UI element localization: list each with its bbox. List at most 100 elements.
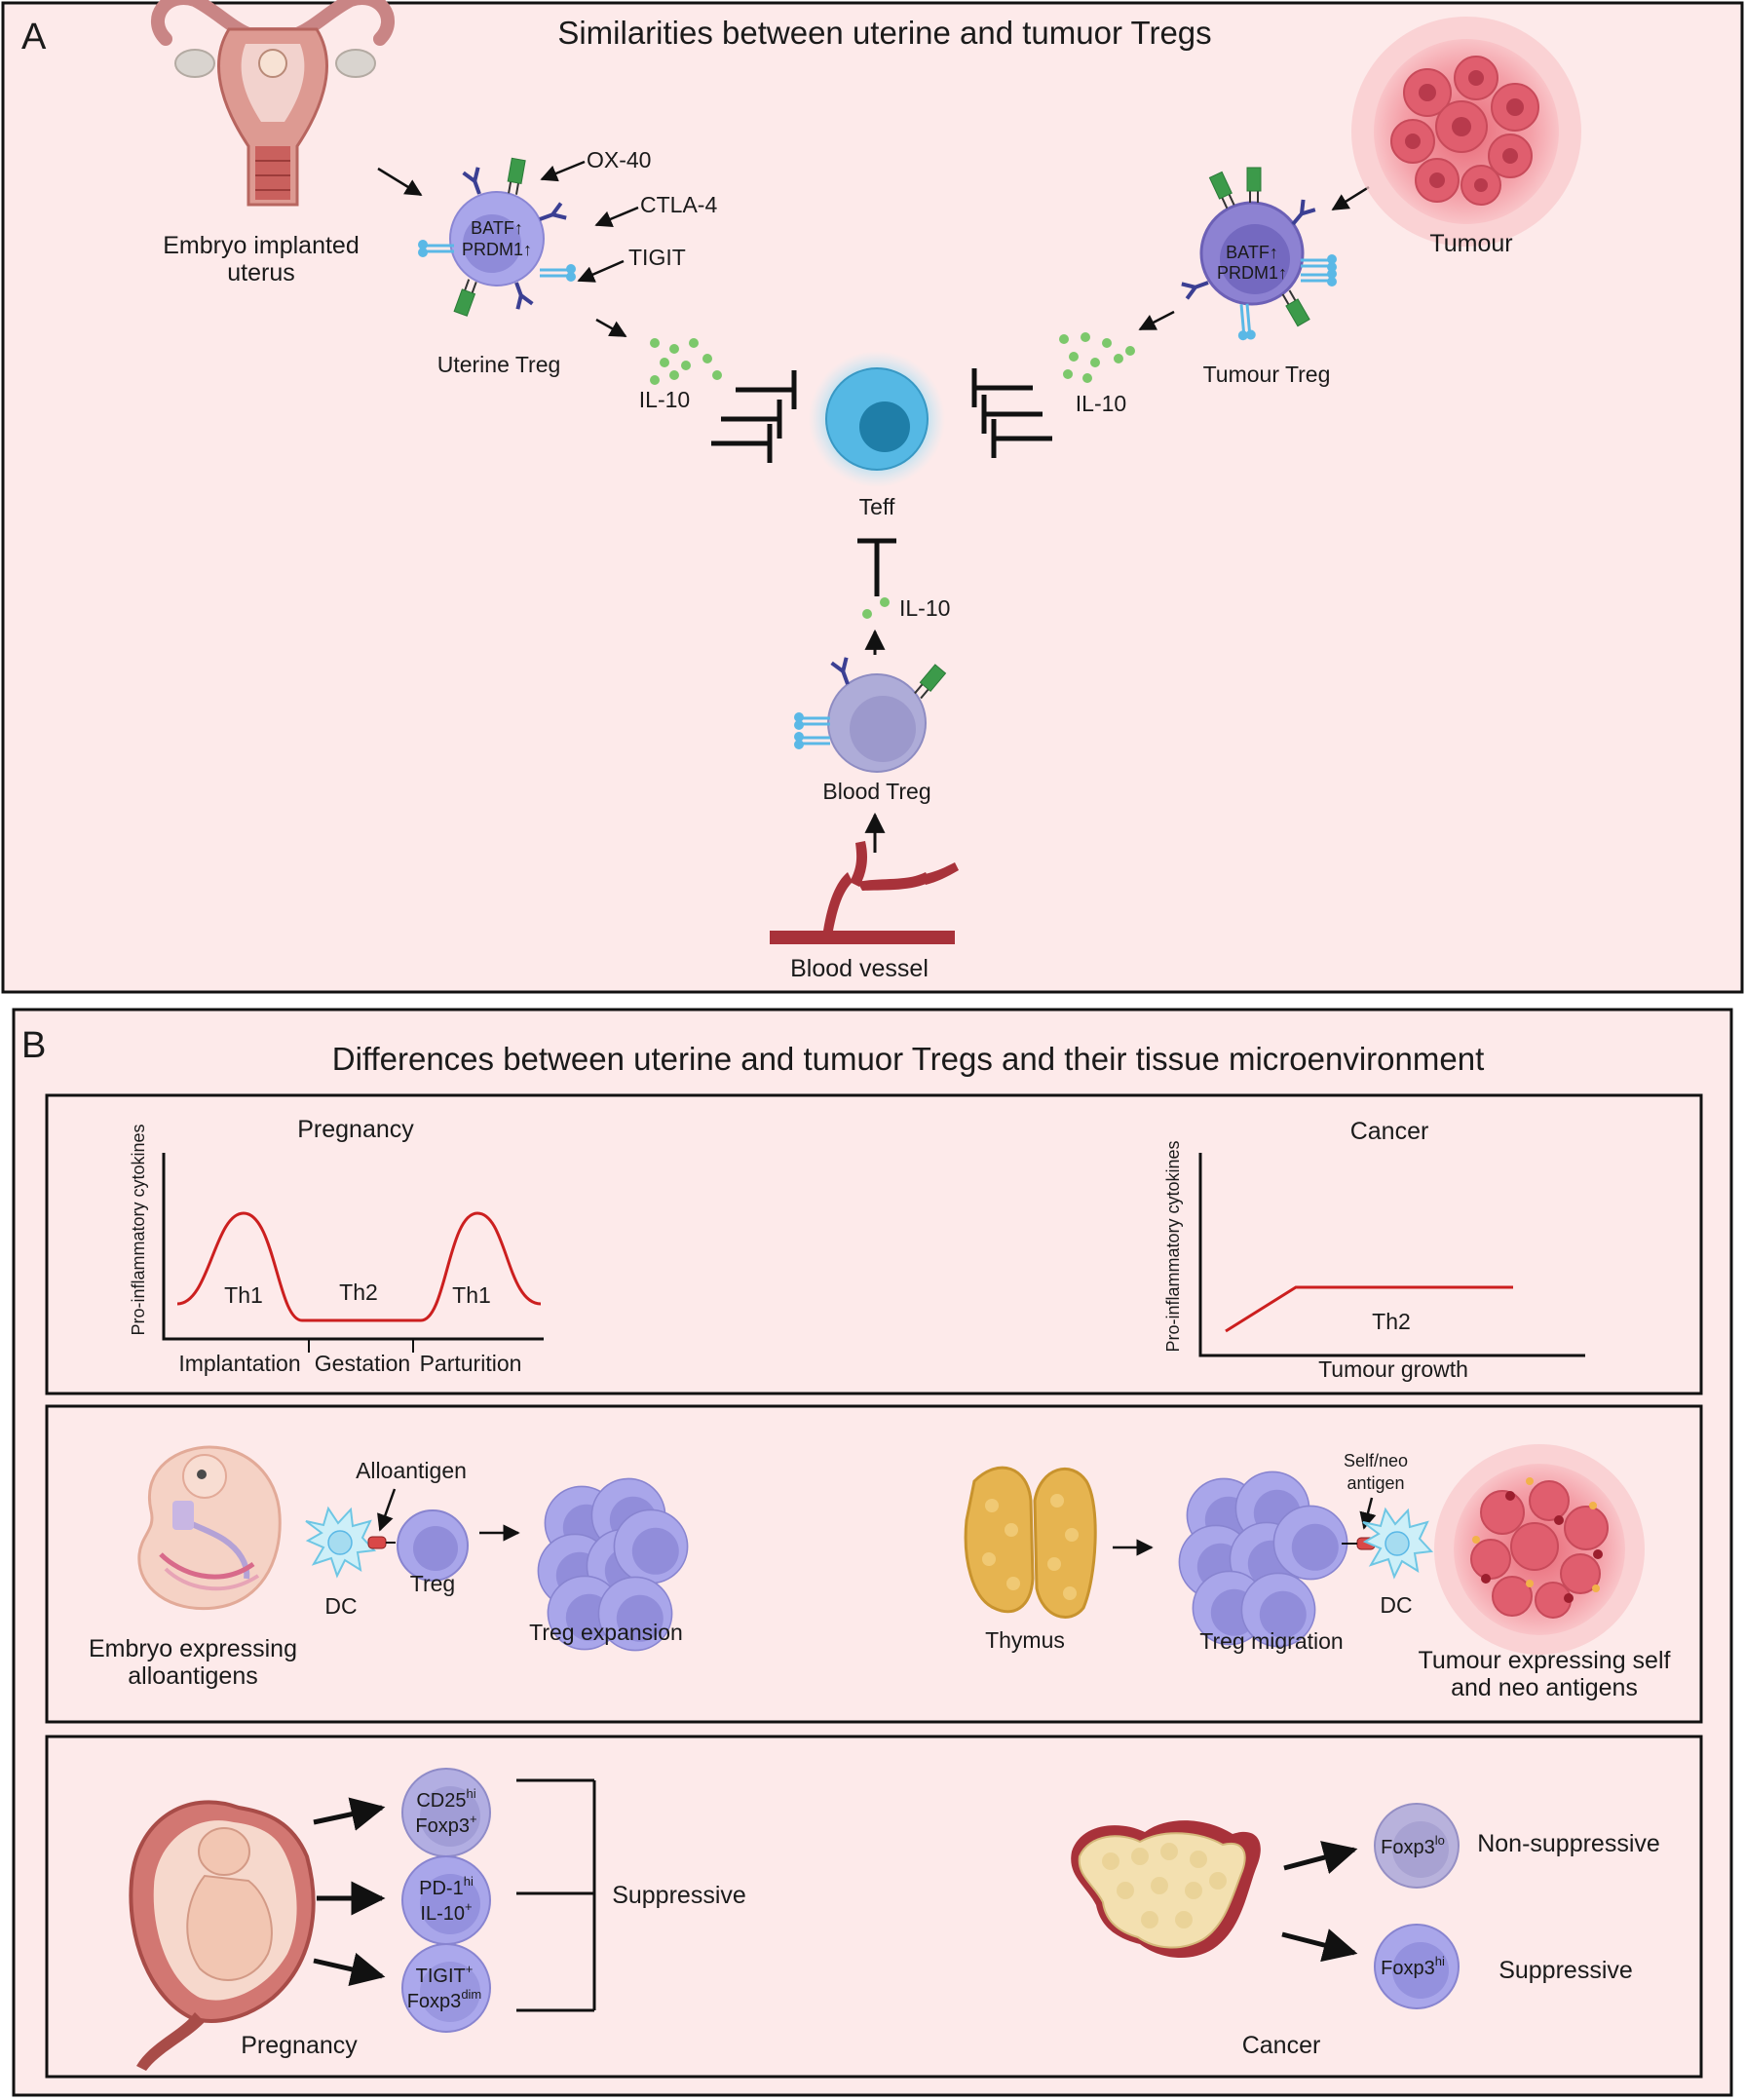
arrow-uterine-treg-to-il10 [595, 318, 627, 338]
uterus-label-line1: Embryo implanted [163, 232, 359, 259]
foxp3lo-cell [1374, 1803, 1460, 1889]
selfneo-label-line2: antigen [1347, 1473, 1404, 1493]
arrow-to-tigit [313, 1952, 386, 1987]
suppressive-bracket [516, 1778, 596, 2012]
row-phenotype-frame [45, 1735, 1703, 2079]
inhibition-left [711, 370, 797, 463]
label-ctla4: CTLA-4 [640, 192, 717, 217]
cancer-th2: Th2 [1372, 1309, 1411, 1334]
treg-expansion-label: Treg expansion [529, 1620, 683, 1645]
pregnancy-chart-ylabel: Pro-inflammatory cytokines [129, 1124, 148, 1335]
foxp3lo-text: Foxp3lo [1381, 1833, 1445, 1858]
foxp3-plus-text: Foxp3+ [415, 1812, 476, 1837]
inhibition-bottom [857, 538, 896, 596]
pregnancy-chart-title: Pregnancy [297, 1116, 414, 1143]
suppressive-right-label: Suppressive [1498, 1957, 1633, 1984]
dc-right-cell [1342, 1507, 1434, 1580]
arrow-tumour-to-treg [1331, 185, 1370, 211]
arrow-ctla4 [594, 206, 639, 227]
pregnancy-th1-second: Th1 [452, 1282, 491, 1308]
pregnancy-chart: Pregnancy Pro-inflammatory cytokines Th1… [129, 1116, 544, 1376]
inhibition-right [971, 368, 1052, 458]
suppressive-left-label: Suppressive [612, 1882, 746, 1909]
cancer-chart-axes [1198, 1153, 1585, 1357]
phase-implantation: Implantation [178, 1351, 300, 1376]
teff-label: Teff [859, 494, 895, 519]
treg-single-cell [397, 1509, 469, 1582]
panel-a-title: Similarities between uterine and tumuor … [557, 15, 1211, 51]
phase-gestation: Gestation [315, 1351, 410, 1376]
arrow-ox40 [540, 160, 586, 182]
treg-label: Treg [410, 1571, 455, 1596]
arrow-to-cd25 [313, 1797, 386, 1831]
panel-a-letter: A [21, 17, 47, 57]
blood-vessel-label: Blood vessel [790, 955, 929, 982]
cancer-chart-xlabel: Tumour growth [1318, 1356, 1468, 1382]
tumour-antigen-illustration [1434, 1444, 1645, 1655]
tumour-antigens-line2: and neo antigens [1451, 1674, 1638, 1701]
pregnant-uterus-illustration [129, 1800, 316, 2071]
il10-plus-text: IL-10+ [420, 1899, 472, 1925]
teff-cell [809, 351, 945, 487]
embryo-label-line2: alloantigens [128, 1662, 257, 1690]
cancer-chart: Cancer Pro-inflammatory cytokines Th2 Tu… [1163, 1118, 1585, 1382]
uterus-illustration [151, 0, 395, 207]
uterus-label-line2: uterus [227, 259, 294, 286]
tumour-batf: BATF↑ [1226, 243, 1278, 262]
cancer-tissue-illustration [1071, 1820, 1261, 1959]
dc-right-label: DC [1380, 1592, 1412, 1618]
thymus-label: Thymus [985, 1627, 1065, 1653]
foxp3-dim-text: Foxp3dim [407, 1987, 482, 2012]
arrow-tigit [577, 259, 625, 283]
arrow-to-foxp3lo [1283, 1841, 1358, 1874]
tumour-treg-cell [1179, 167, 1339, 343]
foxp3hi-text: Foxp3hi [1381, 1954, 1445, 1979]
tumour-label: Tumour [1429, 230, 1512, 257]
il10-dots-right [1059, 332, 1135, 383]
il10-left-label: IL-10 [639, 387, 690, 412]
pregnancy-chart-curve [176, 1211, 542, 1322]
dc-left-cell [305, 1506, 396, 1579]
cd25-foxp3-cell [401, 1768, 491, 1857]
blood-treg-label: Blood Treg [822, 779, 930, 804]
il10-right-label: IL-10 [1076, 391, 1126, 416]
alloantigen-label: Alloantigen [356, 1458, 467, 1483]
cancer-chart-title: Cancer [1350, 1118, 1429, 1145]
row-charts-frame [45, 1093, 1703, 1395]
pregnancy-label: Pregnancy [241, 2032, 358, 2059]
dc-left-label: DC [324, 1593, 357, 1619]
pd1-text: PD-1hi [419, 1874, 474, 1899]
blood-treg-cell [792, 655, 947, 773]
embryo-label-line1: Embryo expressing [89, 1635, 297, 1662]
cancer-label: Cancer [1242, 2032, 1321, 2059]
il10-dots-bottom [862, 597, 890, 619]
phase-parturition: Parturition [420, 1351, 522, 1376]
arrow-tumour-treg-to-il10 [1138, 310, 1175, 331]
arrow-alloantigen [377, 1488, 397, 1532]
il10-bottom-label: IL-10 [899, 595, 950, 621]
arrow-to-foxp3hi [1281, 1928, 1358, 1963]
pregnancy-th2: Th2 [339, 1279, 378, 1305]
tumour-illustration [1351, 17, 1581, 247]
panel-b-title: Differences between uterine and tumuor T… [332, 1041, 1485, 1077]
cancer-chart-ylabel: Pro-inflammatory cytokines [1163, 1140, 1183, 1352]
foxp3hi-cell [1374, 1924, 1460, 2009]
il10-dots-left [650, 338, 722, 385]
arrow-uterus-to-treg [377, 167, 423, 197]
panel-b-letter: B [21, 1025, 46, 1066]
panel-a: A Similarities between uterine and tumuo… [1, 0, 1744, 994]
uterine-treg-label: Uterine Treg [437, 352, 561, 377]
row-antigen-frame [45, 1404, 1703, 1724]
tumour-prdm1: PRDM1↑ [1217, 263, 1287, 283]
uterine-batf: BATF↑ [471, 218, 523, 238]
pd1-il10-cell [401, 1855, 491, 1945]
tumour-antigens-line1: Tumour expressing self [1419, 1647, 1671, 1674]
tumour-treg-label: Tumour Treg [1203, 362, 1331, 387]
blood-vessel-illustration [770, 841, 959, 944]
uterine-prdm1: PRDM1↑ [462, 240, 532, 259]
non-suppressive-label: Non-suppressive [1477, 1830, 1660, 1857]
pregnancy-chart-axes [162, 1153, 544, 1341]
treg-migration-label: Treg migration [1199, 1628, 1343, 1654]
cancer-chart-curve [1225, 1285, 1513, 1333]
